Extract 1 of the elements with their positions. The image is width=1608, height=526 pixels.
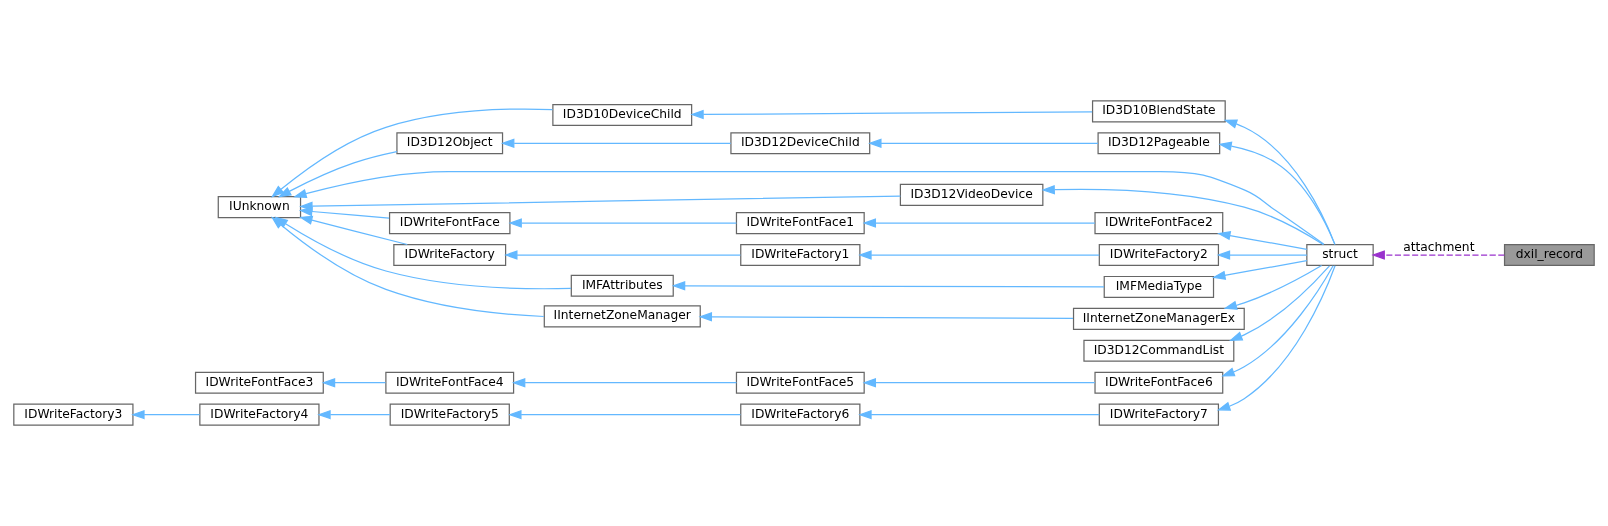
edge-label: attachment [1403, 240, 1475, 255]
